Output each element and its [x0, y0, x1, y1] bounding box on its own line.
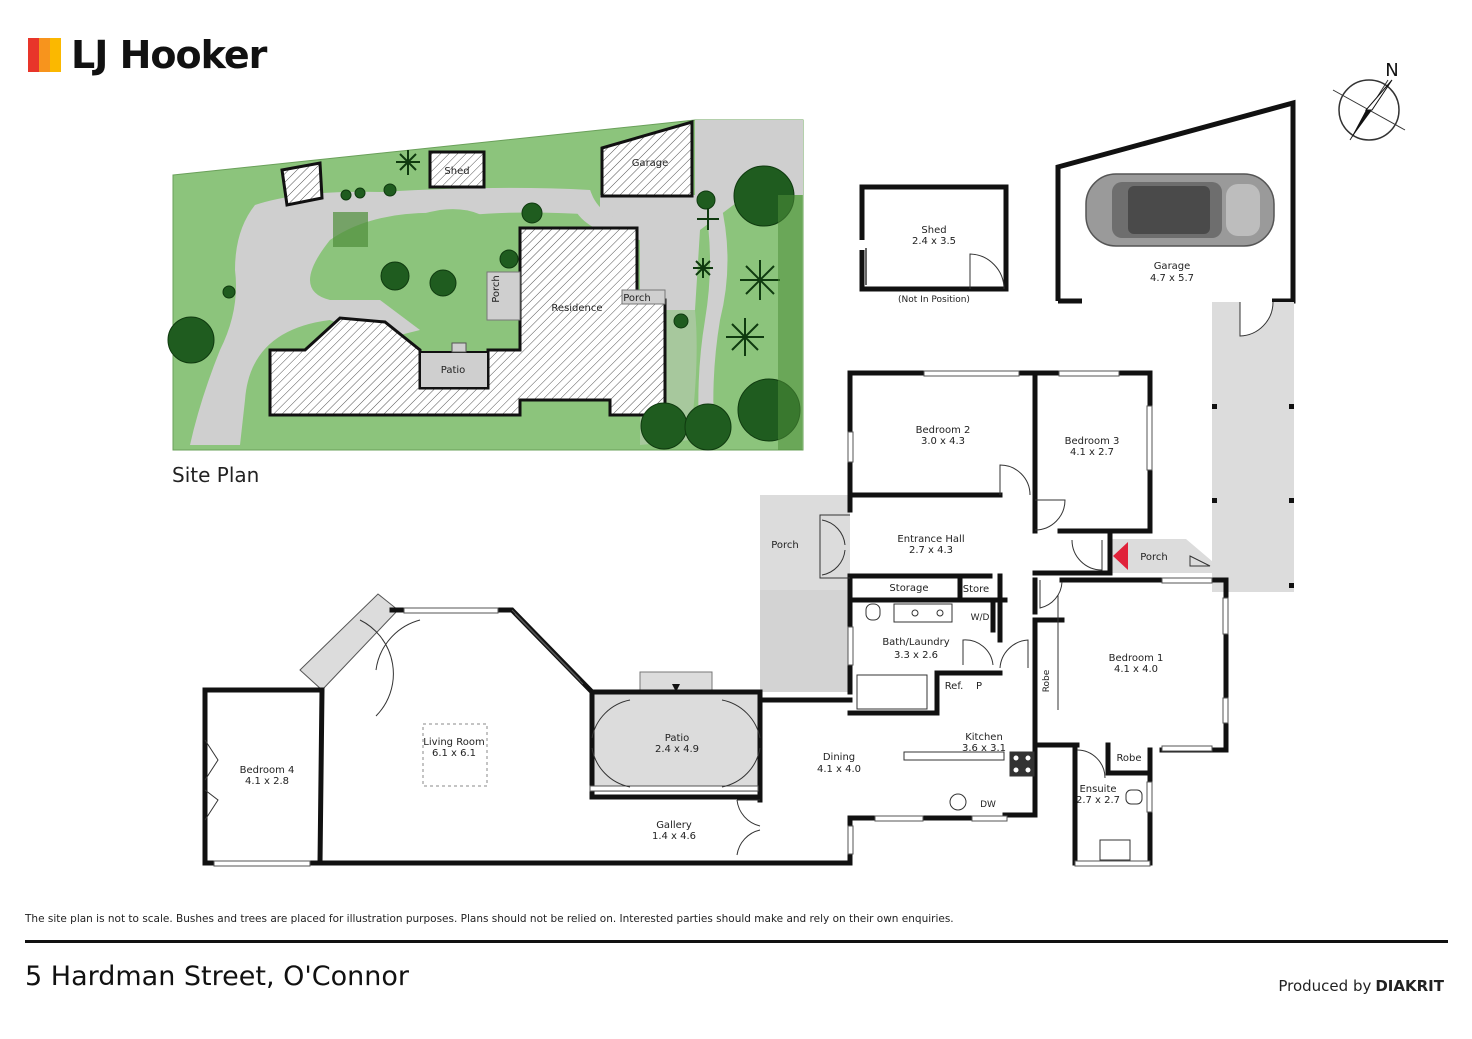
site-garage-label: Garage: [632, 158, 669, 169]
bedroom1-name: Bedroom 1: [1109, 653, 1164, 664]
site-patio: [419, 351, 489, 389]
ensuite-name: Ensuite: [1079, 784, 1116, 795]
bedroom1-size: 4.1 x 4.0: [1114, 664, 1158, 675]
robe-name: Robe: [1116, 753, 1141, 764]
site-porch: [621, 289, 666, 305]
bedroom3-name: Bedroom 3: [1065, 436, 1120, 447]
bedroom2-name: Bedroom 2: [916, 425, 971, 436]
ref-name: Ref.: [945, 681, 964, 692]
dining-size: 4.1 x 4.0: [817, 764, 861, 775]
site-residence-label: Residence: [551, 303, 602, 314]
site-porch-side: [486, 271, 521, 321]
bedroom4-size: 4.1 x 2.8: [245, 776, 289, 787]
patio-area: [592, 692, 760, 792]
site-patio-label: Patio: [441, 365, 466, 376]
bedroom3-size: 4.1 x 2.7: [1070, 447, 1114, 458]
site-porch-label: Porch: [623, 293, 651, 304]
footer-divider: [25, 940, 1448, 943]
site-shed: [428, 150, 486, 189]
dw-name: DW: [980, 800, 996, 810]
site-small-shed: [280, 161, 324, 207]
living-name: Living Room: [423, 737, 484, 748]
porch-right-name: Porch: [1140, 552, 1168, 563]
carport: [1212, 302, 1294, 592]
site-shrubs: [396, 150, 780, 356]
dining-name: Dining: [823, 752, 855, 763]
site-path: [190, 187, 600, 445]
site-plan-title: Site Plan: [172, 463, 260, 487]
garage-size: 4.7 x 5.7: [1150, 273, 1194, 284]
bedroom2-size: 3.0 x 4.3: [921, 436, 965, 447]
logo-bars-icon: [28, 38, 61, 72]
pantry-name: P: [976, 681, 982, 692]
lj-hooker-logo: LJ Hooker: [28, 30, 267, 80]
site-porch-side-label: Porch: [491, 275, 502, 303]
gallery-size: 1.4 x 4.6: [652, 831, 696, 842]
site-labels: Shed Garage Residence Patio Porch Porch: [441, 158, 669, 376]
site-hedge: [778, 195, 802, 450]
bath-laundry-size: 3.3 x 2.6: [894, 650, 938, 661]
brand-name: LJ Hooker: [71, 33, 267, 77]
room-labels: Bedroom 2 3.0 x 4.3 Bedroom 3 4.1 x 2.7 …: [240, 425, 1168, 842]
patio-size: 2.4 x 4.9: [655, 744, 699, 755]
compass-north-label: N: [1385, 60, 1398, 81]
storage-name: Storage: [889, 583, 928, 594]
shed-note: (Not In Position): [898, 295, 970, 305]
bath-laundry-name: Bath/Laundry: [882, 637, 949, 648]
porch-left-name: Porch: [771, 540, 799, 551]
living-bay-deck: [299, 593, 399, 691]
produced-by-brand: DIAKRIT: [1375, 977, 1444, 995]
garage-name: Garage: [1154, 261, 1191, 272]
patio-name: Patio: [665, 733, 690, 744]
shed-name: Shed: [921, 225, 946, 236]
property-address: 5 Hardman Street, O'Connor: [25, 961, 410, 992]
ensuite-size: 2.7 x 2.7: [1076, 795, 1120, 806]
site-shed-label: Shed: [444, 166, 469, 177]
site-plan: Shed Garage Residence Patio Porch Porch: [167, 119, 804, 451]
bedroom4-name: Bedroom 4: [240, 765, 295, 776]
garage-plan: Garage 4.7 x 5.7: [1055, 99, 1296, 592]
shed-size: 2.4 x 3.5: [912, 236, 956, 247]
entry-arrow-icon: [1113, 542, 1128, 570]
entrance-hall-size: 2.7 x 4.3: [909, 545, 953, 556]
living-rug: [422, 723, 488, 787]
disclaimer: The site plan is not to scale. Bushes an…: [25, 913, 954, 925]
shed-plan: Shed 2.4 x 3.5 (Not In Position): [859, 184, 1009, 305]
kitchen-name: Kitchen: [965, 732, 1003, 743]
car-icon: [1085, 173, 1275, 247]
living-size: 6.1 x 6.1: [432, 748, 476, 759]
store-name: Store: [963, 584, 989, 595]
entrance-hall-name: Entrance Hall: [897, 534, 964, 545]
patio-arrow-icon: [672, 684, 680, 692]
main-house: Bedroom 2 3.0 x 4.3 Bedroom 3 4.1 x 2.7 …: [202, 370, 1229, 867]
gallery-name: Gallery: [656, 820, 692, 831]
produced-by-prefix: Produced by: [1278, 977, 1372, 995]
wd-name: W/D: [971, 613, 990, 623]
site-garage: [600, 120, 694, 198]
kitchen-size: 3.6 x 3.1: [962, 743, 1006, 754]
porch-right-area: [1110, 539, 1226, 592]
robe-vertical-name: Robe: [1042, 669, 1052, 692]
compass: N: [1332, 60, 1406, 141]
